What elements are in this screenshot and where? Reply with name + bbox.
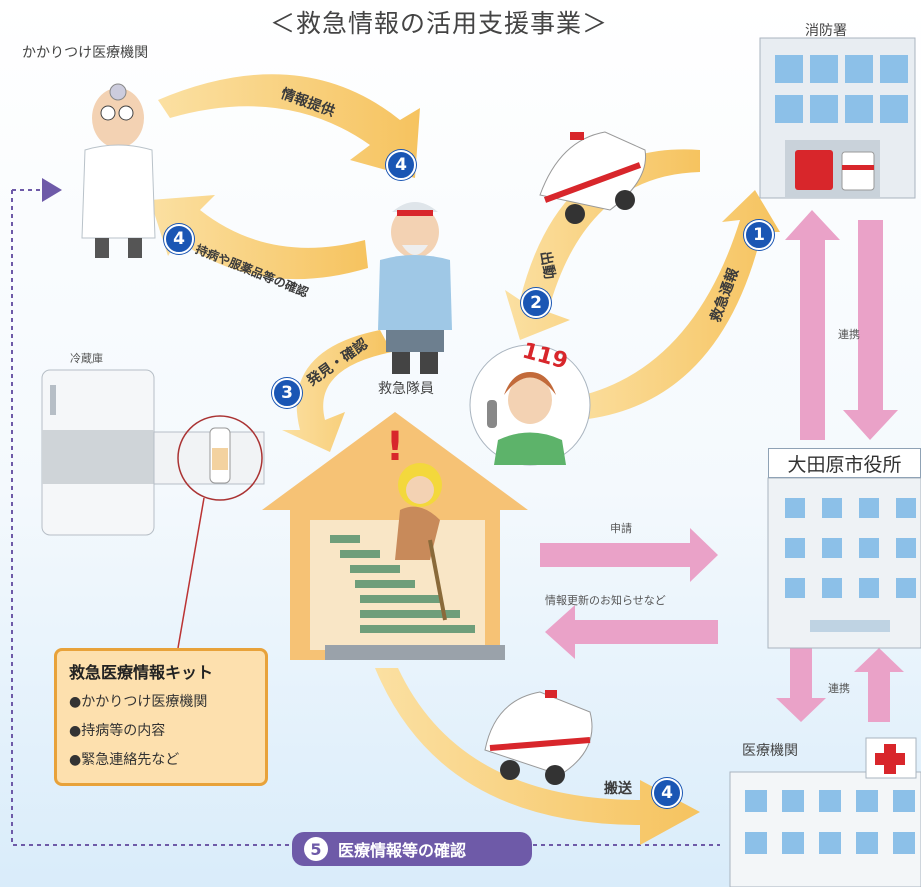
house-illustration: ! xyxy=(262,412,528,660)
city-hall-building xyxy=(767,477,921,649)
fire-station-label: 消防署 xyxy=(805,23,847,39)
doctor-illustration xyxy=(81,83,156,258)
emergency-kit-box: 救急医療情報キット ●かかりつけ医療機関 ●持病等の内容 ●緊急連絡先など xyxy=(54,648,268,786)
arrow-cooperation-up xyxy=(785,210,840,440)
stairs-illustration xyxy=(330,535,475,633)
fridge-illustration xyxy=(41,369,265,649)
badge-check-disease: 4 xyxy=(164,224,194,254)
kit-item: ●緊急連絡先など xyxy=(69,752,180,768)
kit-item: ●持病等の内容 xyxy=(69,723,166,739)
arrow-transport-label: 搬送 xyxy=(604,781,632,797)
hospital-label: 医療機関 xyxy=(742,743,798,759)
arrow-dispatch xyxy=(505,149,700,340)
badge-emergency-call: 1 xyxy=(744,220,774,250)
city-hall-label: 大田原市役所 xyxy=(768,448,921,478)
application-label: 申請 xyxy=(610,522,632,535)
cooperation-bottom-label: 連携 xyxy=(828,682,850,695)
badge-info-provide: 4 xyxy=(386,150,416,180)
paramedic-illustration xyxy=(378,202,452,374)
badge-transport: 4 xyxy=(652,778,682,808)
caller-illustration xyxy=(469,344,591,466)
hospital-building xyxy=(729,737,921,887)
kit-item: ●かかりつけ医療機関 xyxy=(69,694,208,710)
svg-text:!: ! xyxy=(386,424,404,470)
confirm-dotted-line xyxy=(11,190,720,846)
badge-confirm: 5 xyxy=(304,837,328,861)
paramedic-label: 救急隊員 xyxy=(378,381,434,397)
badge-discover: 3 xyxy=(272,378,302,408)
confirm-medical-info-pill: 5 医療情報等の確認 xyxy=(292,832,532,866)
confirm-arrowhead xyxy=(42,178,62,202)
fridge-label: 冷蔵庫 xyxy=(70,352,103,365)
arrow-info-update xyxy=(545,605,718,659)
fire-station-building xyxy=(759,37,916,199)
arrow-application xyxy=(540,528,718,582)
page-title: ＜救急情報の活用支援事業＞ xyxy=(270,9,609,38)
arrow-check-disease xyxy=(150,195,368,280)
ambulance-bottom-illustration xyxy=(484,690,593,785)
arrow-discover xyxy=(282,330,392,452)
arrow-transport xyxy=(375,668,700,845)
arrow-cooperation-down xyxy=(843,220,898,440)
badge-dispatch: 2 xyxy=(521,288,551,318)
info-update-label: 情報更新のお知らせなど xyxy=(545,594,666,607)
ambulance-top-illustration xyxy=(539,131,647,224)
cooperation-top-label: 連携 xyxy=(838,328,860,341)
kit-title: 救急医療情報キット xyxy=(69,663,214,682)
arrow-hospital-up xyxy=(854,648,904,722)
clinic-label: かかりつけ医療機関 xyxy=(22,45,149,61)
confirm-label: 医療情報等の確認 xyxy=(338,841,467,860)
arrow-hospital-down xyxy=(776,648,826,722)
arrow-info-provide xyxy=(158,74,420,178)
